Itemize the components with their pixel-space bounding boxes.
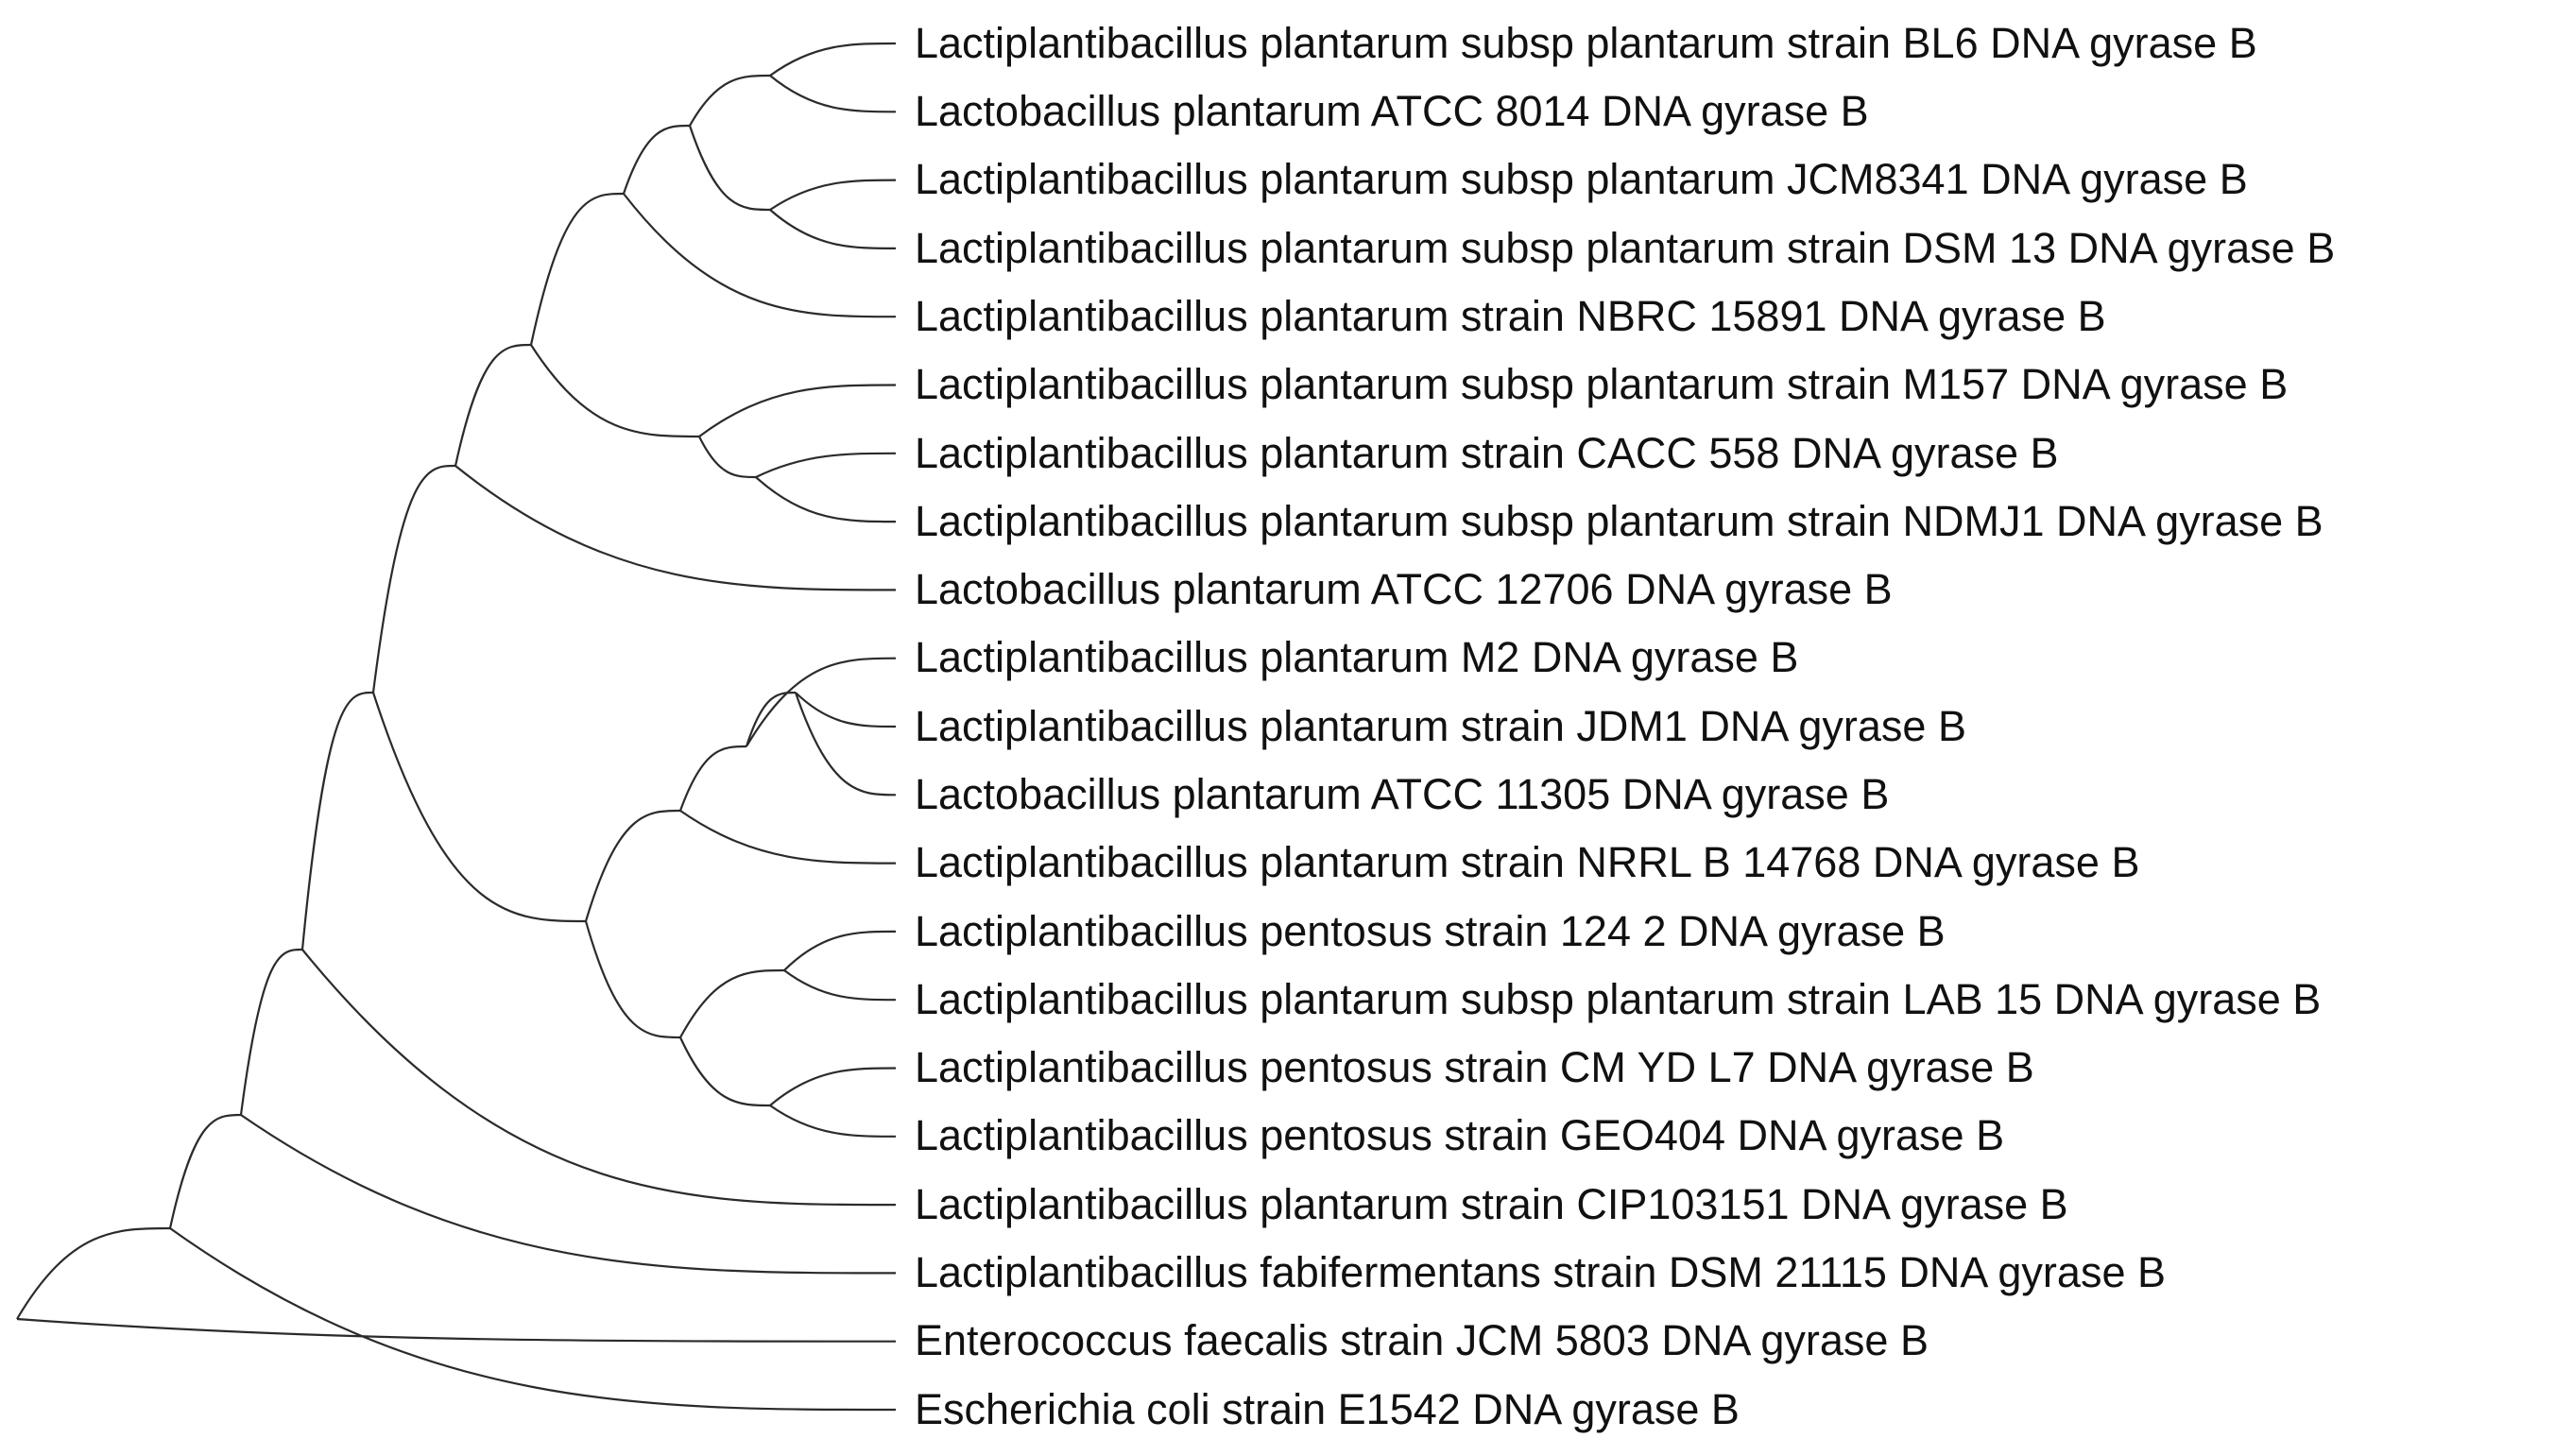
tree-branch [745, 691, 797, 747]
tree-branch [755, 452, 897, 478]
tree-branch [584, 809, 681, 922]
leaf-label: Lactiplantibacillus plantarum M2 DNA gyr… [915, 633, 1799, 681]
tree-branch [16, 1226, 171, 1320]
tree-branch [169, 1227, 897, 1412]
leaf-label: Lactiplantibacillus plantarum subsp plan… [915, 155, 2248, 203]
tree-branch [769, 42, 897, 77]
tree-branch [530, 344, 700, 438]
leaf-label: Lactiplantibacillus plantarum subsp plan… [915, 224, 2336, 272]
tree-branch [769, 75, 897, 113]
leaf-label: Lactiplantibacillus plantarum strain NBR… [915, 292, 2106, 340]
leaf-label: Lactiplantibacillus pentosus strain CM Y… [915, 1043, 2034, 1091]
tree-branch [769, 1067, 897, 1106]
tree-branch [679, 968, 785, 1038]
leaf-label: Escherichia coli strain E1542 DNA gyrase… [915, 1385, 1740, 1433]
tree-branch [794, 692, 897, 797]
tree-branch [678, 745, 747, 812]
tree-branch [371, 692, 587, 923]
leaf-label: Lactiplantibacillus plantarum strain NRR… [915, 838, 2140, 886]
tree-branch [783, 930, 897, 971]
leaf-label: Enterococcus faecalis strain JCM 5803 DN… [915, 1316, 1929, 1364]
tree-branch [689, 74, 771, 127]
tree-branch [622, 124, 691, 195]
tree-branch [454, 465, 897, 591]
tree-branch [769, 209, 897, 249]
tree-branch [698, 384, 897, 437]
tree-branch [300, 691, 374, 951]
tree-branch [698, 436, 757, 479]
leaf-label: Lactobacillus plantarum ATCC 11305 DNA g… [915, 770, 1890, 818]
leaf-label: Lactiplantibacillus plantarum strain CIP… [915, 1180, 2068, 1228]
tree-branch [240, 1114, 897, 1275]
tree-branch [584, 920, 681, 1039]
tree-branch [679, 810, 897, 865]
leaf-label: Lactiplantibacillus pentosus strain 124 … [915, 907, 1946, 955]
tree-branch [769, 179, 897, 211]
leaf-label: Lactiplantibacillus pentosus strain GEO4… [915, 1111, 2005, 1159]
tree-branch [371, 464, 456, 694]
leaf-label: Lactiplantibacillus fabifermentans strai… [915, 1248, 2166, 1296]
tree-branch [623, 193, 897, 318]
tree-branch [301, 949, 897, 1207]
leaf-label: Lactiplantibacillus plantarum subsp plan… [915, 360, 2289, 408]
tree-branch [679, 1036, 771, 1107]
leaf-label: Lactiplantibacillus plantarum strain CAC… [915, 429, 2059, 477]
tree-branch [454, 343, 532, 467]
leaf-label: Lactiplantibacillus plantarum subsp plan… [915, 975, 2322, 1023]
tree-branch [769, 1105, 897, 1138]
tree-branch [783, 969, 897, 1002]
leaf-label: Lactiplantibacillus plantarum subsp plan… [915, 497, 2324, 545]
leaf-label: Lactiplantibacillus plantarum strain JDM… [915, 702, 1966, 750]
tree-branch [688, 125, 771, 212]
tree-branch [746, 657, 897, 747]
tree-branch [239, 948, 303, 1116]
tree-branch [168, 1113, 242, 1229]
tree-branch [529, 192, 625, 346]
tree-branch [755, 476, 897, 523]
leaf-label: Lactobacillus plantarum ATCC 8014 DNA gy… [915, 87, 1869, 135]
leaf-label: Lactiplantibacillus plantarum subsp plan… [915, 19, 2257, 67]
leaf-label: Lactobacillus plantarum ATCC 12706 DNA g… [915, 565, 1893, 613]
tree-branch [795, 692, 897, 728]
tree-branch [16, 1317, 897, 1343]
